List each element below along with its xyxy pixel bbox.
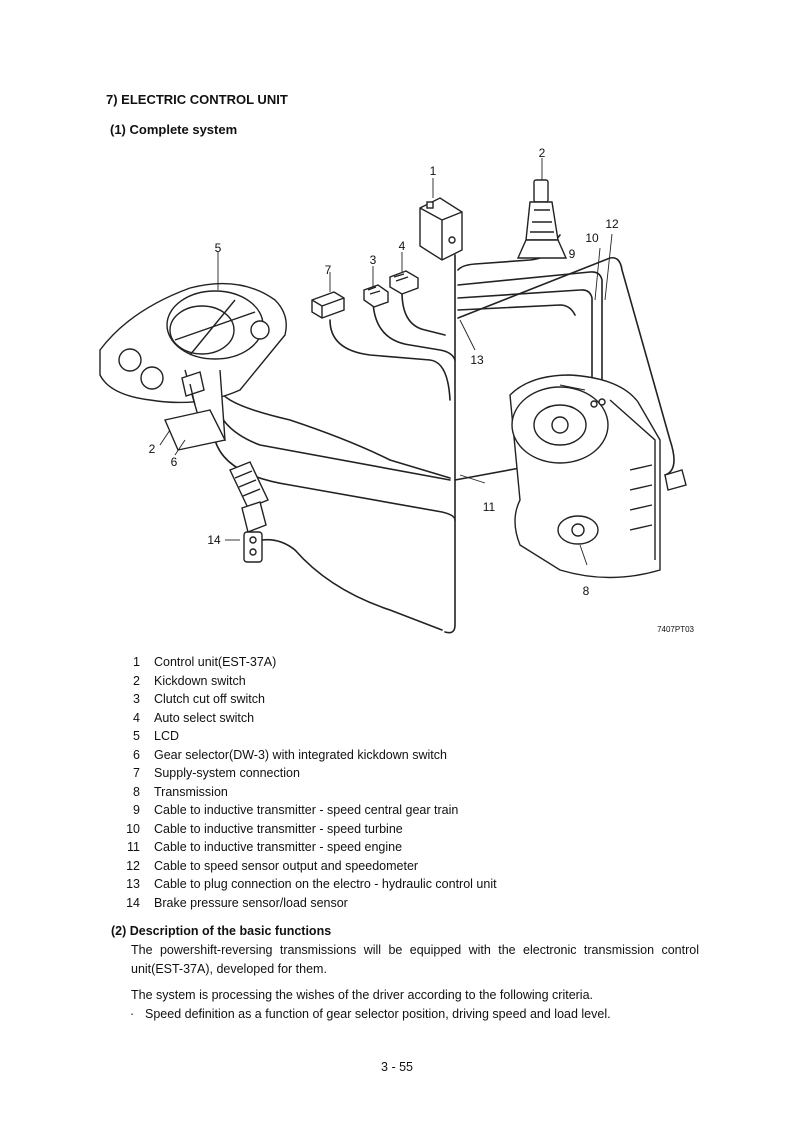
callout-12: 12 — [605, 217, 619, 231]
system-diagram: 1 2 3 4 5 6 7 8 9 10 12 11 13 14 2 6 740… — [99, 146, 695, 634]
callout-2-selector: 2 — [149, 442, 156, 456]
callout-14: 14 — [207, 533, 221, 547]
callout-4: 4 — [399, 239, 406, 253]
callout-3: 3 — [370, 253, 377, 267]
callout-10: 10 — [585, 231, 599, 245]
subsection-heading: (1) Complete system — [110, 122, 238, 137]
bullet-mark: · — [130, 1007, 135, 1021]
figure-id: 7407PT03 — [657, 625, 694, 634]
supply-system-connection — [311, 291, 345, 319]
page-number: 3 - 55 — [381, 1060, 413, 1074]
paragraph-1: The powershift-reversing transmissions w… — [131, 943, 699, 976]
callout-11: 11 — [483, 500, 496, 514]
callout-2: 2 — [539, 146, 546, 160]
gear-selector — [181, 371, 205, 406]
callout-7: 7 — [325, 263, 332, 277]
callout-6: 6 — [171, 455, 178, 469]
paragraph-2: The system is processing the wishes of t… — [131, 988, 594, 1002]
callout-13: 13 — [470, 353, 484, 367]
callout-1: 1 — [430, 164, 437, 178]
auto-select-switch — [389, 270, 419, 295]
callout-5: 5 — [215, 241, 222, 255]
kickdown-switch — [516, 179, 568, 259]
clutch-cut-off-switch — [363, 284, 389, 308]
brake-pressure-sensor — [229, 461, 269, 563]
control-unit — [419, 197, 463, 261]
bullet-item: ·Speed definition as a function of gear … — [130, 1005, 611, 1024]
callout-8: 8 — [583, 584, 590, 598]
dashboard-lcd-steering — [99, 282, 287, 451]
callout-9: 9 — [569, 247, 576, 261]
leader-lines — [159, 158, 613, 566]
section-2-title: (2) Description of the basic functions — [111, 924, 332, 938]
transmission — [509, 374, 687, 579]
section-heading: 7) ELECTRIC CONTROL UNIT — [106, 92, 288, 107]
